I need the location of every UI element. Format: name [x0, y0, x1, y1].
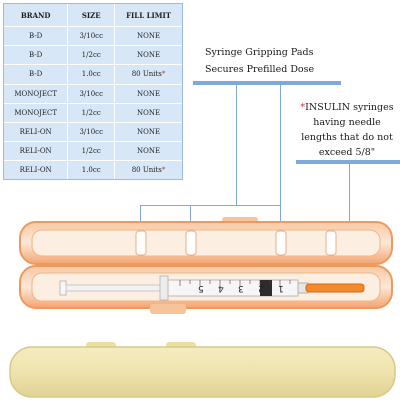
syringe-plunger-flange: [59, 280, 67, 296]
cell-limit: NONE: [114, 45, 182, 66]
gripping-pad: [135, 230, 147, 256]
scale-mark: 1: [278, 283, 284, 293]
table-row: MONOJECT 1/2cc NONE: [4, 103, 182, 123]
cell-size: 3/10cc: [67, 84, 116, 104]
cell-limit: NONE: [114, 84, 182, 104]
header-fill-limit: FILL LIMIT: [114, 4, 182, 27]
cell-limit: NONE: [114, 122, 182, 143]
cell-limit: 80 Units*: [115, 161, 182, 179]
case-lid-upper-inner: [31, 229, 381, 257]
insulin-line1: *INSULIN syringes: [296, 100, 398, 115]
cell-brand: RELI-ON: [4, 160, 69, 179]
scale-mark: 5: [198, 283, 204, 293]
leader-line: [140, 205, 141, 231]
table-row: MONOJECT 3/10cc NONE: [4, 84, 182, 104]
syringe-scale: 5 4 3 2 1: [196, 283, 296, 297]
cell-limit-text: NONE: [136, 89, 161, 98]
cell-limit-text: NONE: [136, 108, 161, 117]
cell-size: 3/10cc: [67, 26, 116, 47]
syringe-barrel-flange: [159, 275, 169, 301]
table-row: B-D 3/10cc NONE: [4, 26, 182, 47]
table-header-row: BRAND SIZE FILL LIMIT: [4, 4, 182, 27]
syringe-plunger-tip: [260, 280, 272, 296]
syringe: [59, 275, 365, 301]
gripping-pads-line2: Secures Prefilled Dose: [205, 64, 315, 75]
cell-size: 1.0cc: [67, 64, 116, 85]
insulin-star: *: [300, 102, 306, 113]
cell-limit: NONE: [114, 103, 182, 123]
cell-brand: B-D: [4, 26, 69, 47]
insulin-line1-text: INSULIN syringes: [305, 102, 394, 113]
cell-brand: B-D: [4, 45, 69, 66]
table-row: B-D 1.0cc 80 Units*: [4, 64, 182, 85]
leader-line: [190, 205, 191, 231]
gripping-pads-callout: Syringe Gripping Pads Secures Prefilled …: [205, 44, 323, 78]
gripping-pad: [185, 230, 197, 256]
cell-size: 1/2cc: [67, 141, 116, 162]
scale-mark: 2: [258, 283, 264, 293]
compatibility-table: BRAND SIZE FILL LIMIT B-D 3/10cc NONE B-…: [3, 3, 183, 180]
needle-cap: [305, 283, 365, 293]
insulin-line4: exceed 5/8": [318, 147, 376, 158]
cell-brand: MONOJECT: [4, 103, 69, 123]
scale-mark: 4: [218, 283, 224, 293]
leader-line: [140, 205, 280, 206]
cell-limit-star: *: [161, 70, 166, 79]
cell-limit: NONE: [114, 141, 182, 162]
cell-brand: MONOJECT: [4, 84, 69, 104]
cell-limit-text: 80 Units: [131, 70, 162, 79]
table-row: RELI-ON 1.0cc 80 Units*: [4, 160, 182, 179]
cell-size: 3/10cc: [67, 122, 116, 143]
table-row: RELI-ON 3/10cc NONE: [4, 122, 182, 143]
leader-line: [280, 85, 281, 231]
cell-brand: RELI-ON: [4, 122, 69, 143]
compatibility-table-grid: BRAND SIZE FILL LIMIT B-D 3/10cc NONE B-…: [4, 4, 182, 179]
cell-size: 1/2cc: [67, 103, 116, 123]
cell-size: 1.0cc: [67, 160, 116, 179]
insulin-underline: [296, 160, 400, 164]
cell-brand: RELI-ON: [4, 141, 69, 162]
cell-size: 1/2cc: [67, 45, 116, 66]
leader-line: [236, 85, 237, 205]
gripping-pad: [275, 230, 287, 256]
insulin-line2: having needle: [313, 117, 381, 128]
syringe-plunger-rod: [65, 284, 167, 292]
gripping-pads-underline: [193, 81, 341, 85]
cell-limit-text: 80 Units: [131, 166, 162, 175]
scale-mark: 3: [238, 283, 244, 293]
gripping-pads-line1: Syringe Gripping Pads: [205, 47, 314, 58]
insulin-callout: *INSULIN syringes having needle lengths …: [296, 100, 398, 160]
gripping-pad: [325, 230, 337, 256]
cell-limit-text: NONE: [136, 128, 161, 137]
cell-limit-text: NONE: [136, 147, 161, 156]
cell-limit-text: NONE: [136, 32, 161, 41]
cell-brand: B-D: [4, 64, 69, 85]
cell-limit-star: *: [161, 166, 166, 175]
case-tray: [9, 346, 396, 398]
lid-tab: [150, 304, 186, 314]
header-size: SIZE: [67, 4, 116, 27]
cell-limit: NONE: [114, 26, 182, 47]
insulin-line3: lengths that do not: [301, 132, 393, 143]
cell-limit: 80 Units*: [114, 64, 182, 85]
header-brand: BRAND: [4, 4, 69, 27]
cell-limit-text: NONE: [136, 51, 161, 60]
table-row: B-D 1/2cc NONE: [4, 45, 182, 66]
table-row: RELI-ON 1/2cc NONE: [4, 141, 182, 162]
